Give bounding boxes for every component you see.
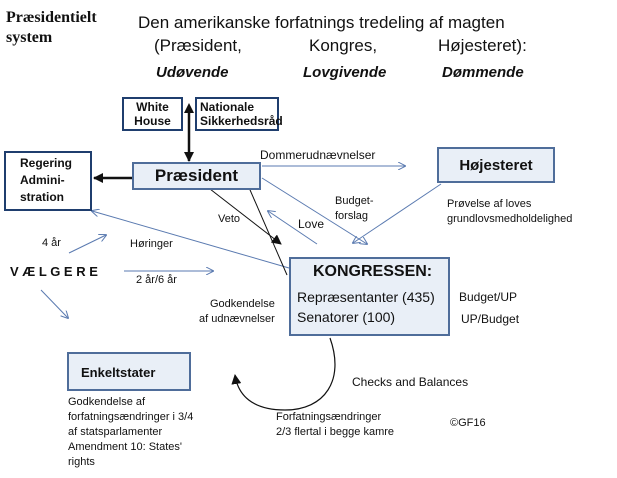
budget-up-label: Budget/UP	[459, 290, 518, 304]
godkendelse-udn-label: Godkendelse af udnævnelser	[199, 298, 275, 325]
copyright-label: ©GF16	[450, 417, 486, 429]
fire-aar-label: 4 år	[42, 237, 61, 249]
checks-label: Checks and Balances	[352, 375, 469, 389]
header-praesident: (Præsident,	[154, 36, 242, 55]
arrow-godkendelse-udn	[242, 175, 288, 276]
regering-box: Regering Admini- stration	[4, 151, 92, 211]
arrow-budgetforslag	[261, 177, 367, 244]
arrow-love	[268, 211, 318, 245]
header-udovende: Udøvende	[156, 64, 229, 81]
godkendelse-forf-label: Godkendelse af forfatningsændringer i 3/…	[68, 396, 194, 468]
budgetforslag-label: Budget- forslag	[335, 195, 374, 222]
header-dommende: Dømmende	[442, 64, 524, 81]
header-lovgivende: Lovgivende	[303, 64, 387, 81]
header-line1: Den amerikanske forfatnings tredeling af…	[138, 13, 505, 32]
arrow-4aar	[68, 235, 106, 254]
love-label: Love	[298, 217, 325, 231]
provelse-label: Prøvelse af loves grundlovsmedholdelighe…	[447, 198, 573, 225]
forfatningsaendringer-label: Forfatningsændringer 2/3 flertal i begge…	[276, 411, 395, 438]
nationale-box: Nationale Sikkerhedsråd	[195, 97, 283, 131]
header-kongres: Kongres,	[309, 36, 378, 55]
enkeltstater-box: Enkeltstater	[67, 352, 191, 391]
arrow-checks-balances	[231, 337, 336, 411]
dommerudnaevnelser-label: Dommerudnævnelser	[260, 148, 376, 162]
up-budget-label: UP/Budget	[461, 312, 520, 326]
vaelgere-label: V Æ L G E R E	[10, 264, 98, 279]
repraesentanter-label: Repræsentanter (435)	[297, 289, 435, 305]
kongressen-title: KONGRESSEN:	[313, 263, 433, 280]
arrow-provelse	[353, 183, 442, 243]
horinger-label: Høringer	[130, 238, 173, 250]
veto-label: Veto	[218, 213, 241, 225]
senatorer-label: Senatorer (100)	[297, 309, 396, 325]
hojesteret-box: Højesteret	[437, 147, 555, 183]
header-hojesteret: Højesteret):	[438, 36, 527, 55]
to-seks-aar-label: 2 år/6 år	[136, 274, 177, 286]
page-title: Præsidentielt system	[6, 9, 97, 46]
kongressen-box: KONGRESSEN: Repræsentanter (435) Senator…	[289, 257, 450, 336]
arrow-vaelgere-down	[40, 289, 68, 318]
arrow-horinger	[92, 211, 290, 269]
praesident-box: Præsident	[132, 162, 261, 190]
white-house-box: White House	[122, 97, 183, 131]
